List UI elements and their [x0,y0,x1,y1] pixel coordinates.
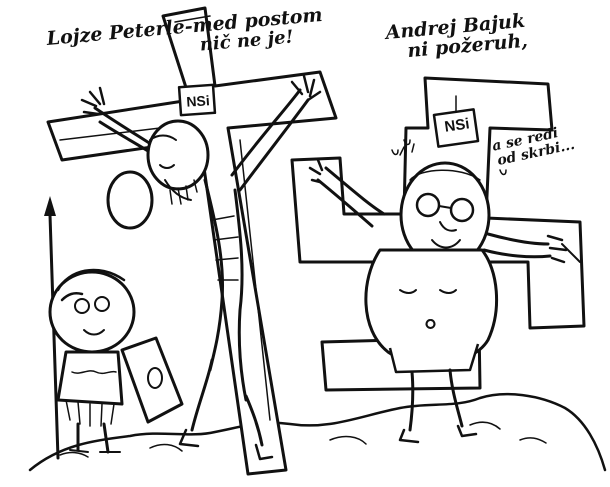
figure-soldier [44,196,184,460]
sign-nsi-left: NSi [185,92,211,110]
figure-peterle [80,74,322,461]
left-cross [46,6,338,476]
hill-ground [28,392,607,472]
figure-bajuk [308,95,581,444]
